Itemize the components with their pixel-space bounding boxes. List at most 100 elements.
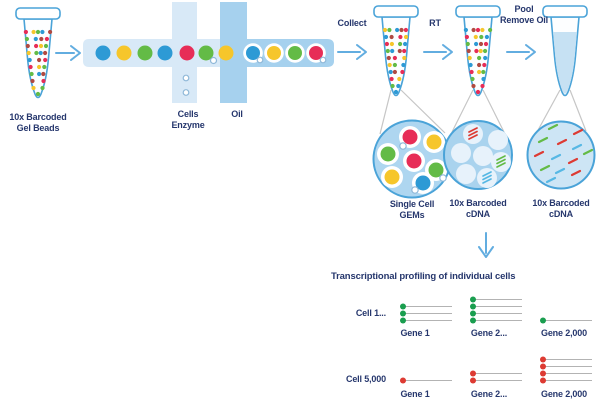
cdna-strands-blue [482, 171, 492, 184]
gel-bead [402, 129, 418, 145]
bead-dot [34, 43, 39, 49]
cdna-strands-green [496, 155, 506, 168]
gel-bead [267, 46, 281, 60]
profiling-title: Transcriptional profiling of individual … [331, 271, 516, 282]
bead-dot [478, 41, 484, 47]
bead-dot [48, 29, 53, 35]
gene-2000-label-row2: Gene 2,000 [540, 389, 588, 399]
gel-bead [246, 46, 260, 60]
bead-dot [483, 41, 489, 47]
transcript-dot [470, 310, 476, 317]
bead-dot [389, 76, 394, 82]
pooled-cdna-circle [526, 120, 596, 190]
bead-dot [37, 64, 42, 70]
cell [411, 186, 419, 194]
bead-dot [479, 34, 484, 40]
cell-in-channel [182, 89, 190, 96]
bead-dot [473, 34, 478, 40]
bead-dot [396, 83, 401, 89]
pool-label-line1: Pool [514, 4, 534, 14]
bead-dot [477, 62, 482, 68]
bead-dot [475, 27, 481, 33]
cdna-fragment [571, 143, 583, 151]
bead-dot [464, 34, 469, 40]
cell [256, 56, 264, 64]
bead-dot [470, 76, 475, 82]
bead-dot [44, 36, 49, 42]
bead-dot [388, 69, 393, 75]
collected-gems-tube [373, 5, 419, 97]
bead-dot [27, 57, 32, 63]
bead-dot [402, 55, 407, 61]
bead-dot [466, 48, 471, 54]
bead-dot [478, 48, 483, 54]
bead-dot [403, 27, 408, 33]
gel-bead [428, 162, 444, 178]
bead-dot [471, 83, 476, 89]
cells-label: Cells [177, 109, 199, 119]
gel-bead [179, 45, 195, 61]
cdna-fragment [572, 128, 584, 136]
bead-dot [468, 62, 473, 68]
gel-bead [415, 175, 431, 191]
cdna-gem-dots [463, 27, 493, 95]
gel-bead [198, 45, 214, 61]
arrow-beads-to-chip [55, 45, 81, 61]
flow-arrows [55, 44, 536, 258]
gem-dots [382, 27, 409, 95]
arrow-rt [423, 44, 453, 60]
bead-dot [393, 89, 399, 95]
cell-1-label: Cell 1... [355, 308, 386, 318]
cdna1-label-line2: cDNA [466, 209, 490, 220]
magnifier-lines [379, 89, 587, 135]
cell [439, 174, 447, 182]
bead-dot [397, 48, 402, 54]
transcript-dot [540, 356, 546, 363]
bead-dot [467, 55, 472, 61]
bead-dot [38, 50, 43, 56]
bead-dot [35, 91, 41, 97]
gene-1-label-row1: Gene 1 [400, 328, 430, 338]
single-cell-gems-circle [372, 119, 452, 199]
bead-dot [38, 43, 44, 49]
bead-dot [384, 41, 389, 47]
bead-dot [39, 36, 44, 42]
collect-label: Collect [337, 18, 367, 28]
bead-dot [392, 55, 397, 61]
transcript-dot [470, 377, 476, 384]
single-cell-gems-label: Single Cell GEMs [375, 199, 449, 222]
gel-beads-label-line1: 10x Barcoded [9, 112, 67, 122]
bead-dot [31, 85, 36, 91]
arrow-pool [506, 44, 536, 60]
bead-dot [387, 62, 392, 68]
cdna-fragments [533, 123, 594, 184]
bead-dot [26, 50, 31, 56]
bead-dot [383, 34, 389, 40]
bead-dot [398, 34, 403, 40]
bead-dot [385, 48, 390, 54]
transcript-dot [470, 370, 476, 377]
cells-enzyme-label: Cells Enzyme [158, 109, 218, 132]
gel-bead-dots [23, 29, 53, 97]
barcoded-cdna-label-1: 10x Barcoded cDNA [441, 198, 515, 221]
bead-dot [484, 34, 489, 40]
bead-dot [403, 34, 409, 40]
cdna-fragment [570, 169, 582, 177]
bead-dot [386, 55, 391, 61]
bead-dot [465, 41, 470, 47]
gel-beads-label: 10x Barcoded Gel Beads [0, 112, 76, 135]
gel-bead [157, 45, 173, 61]
cdna-fragment [582, 148, 594, 156]
bead-dot [475, 89, 481, 95]
cdna-fragment [537, 136, 549, 144]
bead-dot [31, 29, 36, 35]
bead-dot [387, 27, 392, 33]
cdna-strands-red [468, 127, 478, 140]
transcript-dot [470, 303, 476, 310]
transcript-dot [400, 303, 406, 310]
gel-bead [426, 134, 442, 150]
arrow-down-to-profiling [478, 232, 494, 258]
pooled-liquid [553, 32, 577, 94]
gel-bead [384, 169, 400, 185]
bead-dot [33, 36, 38, 42]
